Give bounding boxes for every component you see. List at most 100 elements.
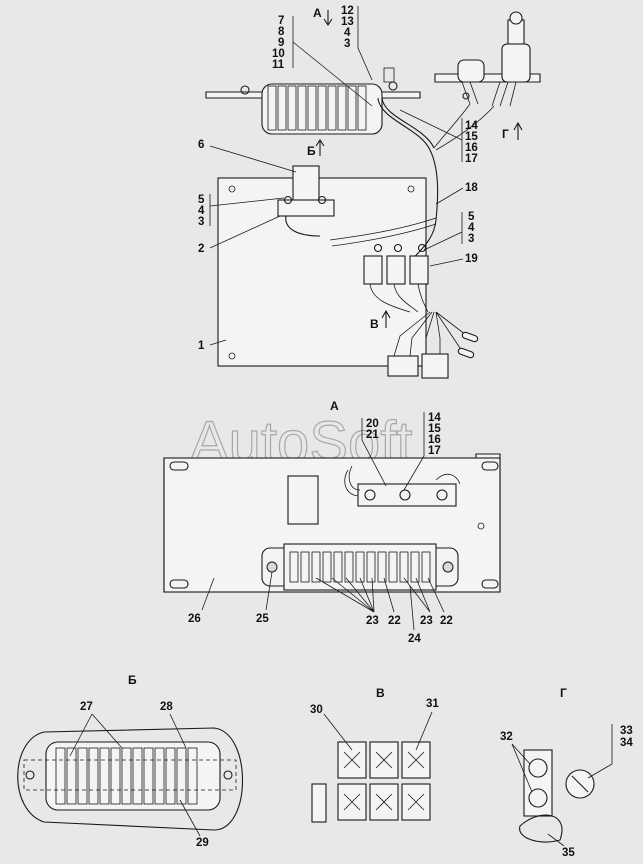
callout-22a: 22	[388, 615, 401, 627]
slot	[481, 461, 499, 471]
leader-18	[435, 187, 464, 205]
terminal	[383, 67, 395, 83]
view-arrow	[513, 121, 523, 140]
svg-text:8: 8	[278, 26, 285, 38]
switch-face	[528, 758, 548, 778]
callout-14-17-view-a: 14 15 16 17	[403, 412, 441, 491]
leader-25	[265, 571, 273, 611]
view-a-relay-block	[357, 483, 457, 507]
leader-23-22	[383, 577, 445, 613]
fuse-block-fuses	[267, 85, 367, 131]
svg-text:33: 33	[620, 725, 633, 737]
svg-text:21: 21	[366, 429, 379, 441]
svg-text:7: 7	[278, 15, 284, 27]
callout-24: 24	[408, 633, 421, 645]
key-icon	[509, 11, 523, 25]
socket-lead	[285, 215, 321, 237]
fuse-block-body	[261, 83, 383, 135]
relay	[409, 255, 429, 285]
callout-5-4-3-left: 5 4 3	[198, 194, 285, 228]
callout-31: 31	[426, 698, 439, 710]
slot	[169, 461, 189, 471]
leader-28	[169, 713, 187, 749]
leader-32	[511, 743, 533, 793]
switch-face	[528, 788, 548, 808]
view-a-title: А	[330, 399, 339, 413]
svg-text:4: 4	[344, 27, 351, 39]
view-g-cable	[519, 814, 563, 843]
screw	[399, 489, 411, 501]
relay-screw	[393, 243, 403, 253]
callout-27: 27	[80, 701, 93, 713]
screw	[436, 489, 448, 501]
callout-14-17: 14 15 16 17	[399, 109, 478, 165]
socket-6-base	[277, 199, 335, 217]
svg-text:34: 34	[620, 737, 633, 749]
callout-18: 18	[465, 182, 478, 194]
svg-text:3: 3	[344, 38, 350, 50]
callout-35: 35	[562, 847, 575, 859]
screw	[283, 195, 293, 205]
svg-text:14: 14	[428, 412, 441, 424]
callout-29: 29	[196, 837, 209, 849]
view-b-fuses	[55, 747, 198, 805]
connector-plug	[421, 353, 449, 379]
switch-wires	[461, 81, 517, 107]
screw	[223, 770, 233, 780]
view-a-plate-outline	[163, 457, 501, 593]
view-label-a: А	[313, 6, 322, 20]
svg-text:5: 5	[198, 194, 205, 206]
view-label-v: В	[370, 317, 379, 331]
leader-30	[323, 713, 353, 751]
ring-lug	[457, 347, 475, 359]
leader-31	[415, 711, 433, 751]
hole	[477, 522, 485, 530]
switch-left	[457, 59, 485, 83]
leader-2	[209, 215, 281, 249]
view-label-g: Г	[502, 127, 509, 141]
harness-branch	[433, 103, 495, 151]
callout-30: 30	[310, 704, 323, 716]
view-a-wires	[344, 465, 461, 497]
svg-text:5: 5	[468, 211, 475, 223]
view-arrow	[323, 18, 333, 26]
relay	[363, 255, 383, 285]
relay-wires	[369, 283, 429, 313]
svg-text:11: 11	[272, 59, 285, 71]
svg-text:9: 9	[278, 37, 284, 49]
leader-19	[429, 258, 464, 267]
svg-text:13: 13	[341, 16, 354, 28]
svg-text:12: 12	[341, 5, 354, 17]
view-v-relays	[337, 741, 431, 821]
leader-23a	[315, 577, 375, 613]
leader-27	[69, 713, 123, 757]
plate-hole	[228, 185, 236, 193]
plate-hole	[407, 185, 415, 193]
callout-1: 1	[198, 340, 205, 352]
slot	[169, 579, 189, 589]
svg-text:4: 4	[198, 205, 205, 217]
svg-text:15: 15	[465, 131, 478, 143]
screw	[240, 85, 250, 95]
callout-23a: 23	[366, 615, 379, 627]
svg-text:14: 14	[465, 120, 478, 132]
callout-25: 25	[256, 613, 269, 625]
harness-main	[381, 97, 435, 149]
leader-24	[409, 585, 415, 631]
plate-hole	[228, 352, 236, 360]
leader-35	[547, 833, 565, 847]
view-v-title: В	[376, 686, 385, 700]
callout-26: 26	[188, 613, 201, 625]
screw	[388, 81, 398, 91]
relay-screw	[417, 243, 427, 253]
view-a-fuses	[289, 551, 431, 583]
view-b-title: Б	[128, 673, 137, 687]
screw	[442, 561, 454, 573]
screw	[364, 489, 376, 501]
svg-text:20: 20	[366, 418, 379, 430]
svg-text:3: 3	[198, 216, 204, 228]
view-b-rail	[23, 759, 237, 791]
callout-33-34: 33 34	[587, 724, 633, 779]
